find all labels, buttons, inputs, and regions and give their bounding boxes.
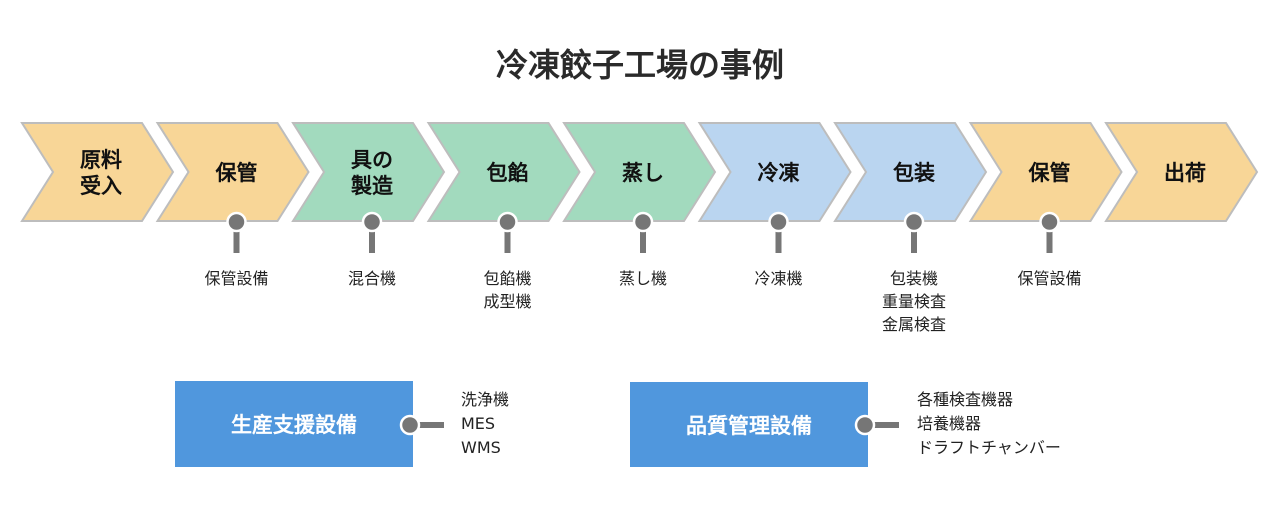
pin-stem [369, 226, 375, 253]
process-step-chevron [291, 122, 446, 222]
equipment-label: 混合機 [347, 269, 396, 288]
pin-head-icon [497, 211, 518, 233]
equipment-label: 包装機 重量検査 金属検査 [881, 269, 946, 334]
equipment-label: 蒸し機 [618, 269, 667, 288]
process-step-label: 冷凍 [757, 161, 800, 185]
page-title: 冷凍餃子工場の事例 [495, 46, 784, 84]
pin-stem [640, 226, 646, 253]
equipment-label: 保管設備 [1017, 269, 1082, 288]
process-step-chevron [697, 122, 852, 222]
support-items-production: 洗浄機 MES WMS [461, 390, 510, 457]
pin-head-icon [1039, 211, 1060, 233]
process-step-label: 保管 [215, 161, 258, 185]
pin-head-icon [632, 211, 654, 233]
equipment-label: 保管設備 [204, 269, 269, 288]
pin-head-icon [226, 211, 247, 233]
pin-head-icon [903, 211, 925, 233]
pin-head-icon [361, 211, 383, 233]
pin-stem [865, 422, 899, 428]
equipment-label: 包餡機 成型機 [483, 269, 532, 311]
process-step-chevron [1104, 122, 1259, 222]
process-step-label: 蒸し [622, 161, 664, 185]
pin-stem [410, 422, 444, 428]
pin-stem [233, 226, 240, 253]
process-step-label: 出荷 [1164, 161, 1206, 185]
process-step-chevron [968, 122, 1123, 222]
equipment-label: 冷凍機 [754, 269, 803, 288]
pin-stem [504, 226, 511, 253]
process-step-chevron [562, 122, 717, 222]
support-box-label: 生産支援設備 [231, 413, 357, 437]
support-box-label: 品質管理設備 [686, 413, 812, 438]
pin-head-icon [854, 414, 876, 436]
process-step-chevron [426, 122, 581, 222]
support-box-quality: 品質管理設備 [630, 382, 868, 467]
process-step-label: 包装 [893, 161, 935, 185]
process-step-chevron [155, 122, 310, 222]
process-step-chevron [20, 122, 175, 222]
process-step-label: 包餡 [486, 161, 529, 185]
process-step-label: 具の 製造 [351, 148, 393, 198]
support-items-quality: 各種検査機器 培養機器 ドラフトチャンバー [917, 390, 1061, 457]
pin-head-icon [399, 414, 421, 436]
process-step-chevron [833, 122, 988, 222]
pin-stem [911, 226, 917, 253]
pin-head-icon [768, 211, 789, 233]
pin-stem [1046, 226, 1053, 253]
process-step-label: 原料 受入 [80, 148, 122, 198]
pin-stem [775, 226, 782, 253]
process-step-label: 保管 [1028, 161, 1071, 185]
support-box-production: 生産支援設備 [175, 381, 413, 467]
